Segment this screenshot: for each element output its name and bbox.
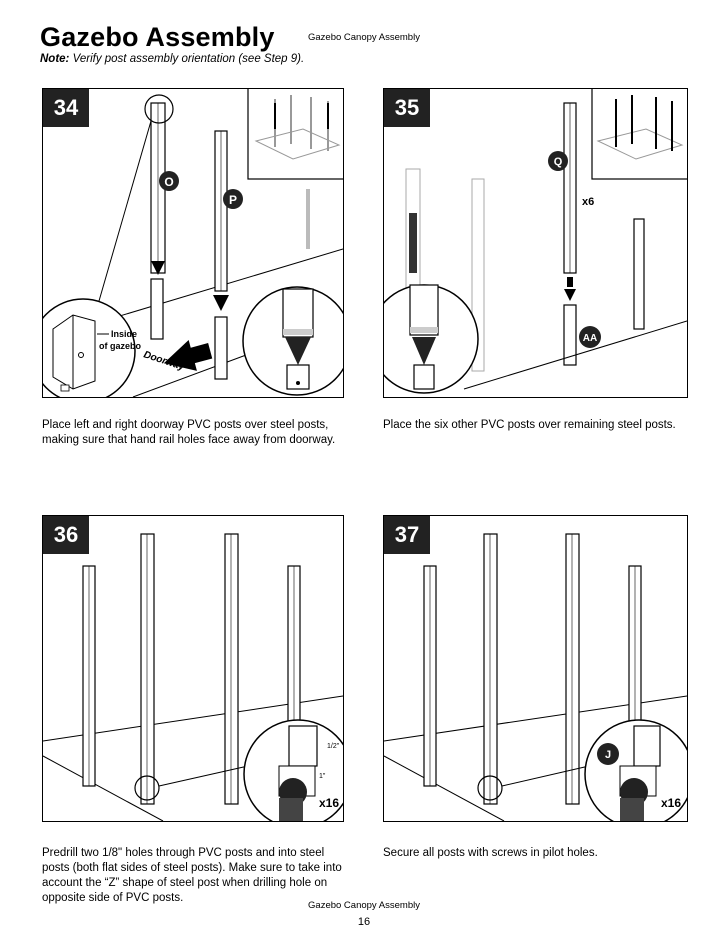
step-number-badge: 35: [384, 89, 430, 127]
step-35-caption: Place the six other PVC posts over remai…: [383, 419, 676, 431]
step-37-panel: 37 J x16: [383, 515, 688, 822]
footer-section-label: Gazebo Canopy Assembly: [308, 900, 420, 911]
inside-label-2: of gazebo: [99, 341, 142, 351]
header-section-label: Gazebo Canopy Assembly: [308, 32, 420, 43]
part-q-badge: [548, 151, 568, 171]
qty-label: x6: [582, 196, 594, 208]
step-35-illustration: Q x6 AA: [384, 89, 687, 394]
part-j-label: J: [605, 749, 611, 761]
part-q-label: Q: [554, 156, 563, 168]
step-37-caption: Secure all posts with screws in pilot ho…: [383, 847, 598, 859]
step-36-panel: 36 1/2" 1" x16: [42, 515, 344, 822]
note-label: Note:: [40, 53, 70, 65]
part-o-badge: [159, 171, 179, 191]
part-aa-label: AA: [583, 333, 597, 344]
inside-line1: Inside: [111, 329, 137, 339]
part-p-label: P: [229, 193, 237, 207]
part-j-badge: [597, 743, 619, 765]
step-36-illustration: 1/2" 1": [43, 533, 343, 821]
note-text: Verify post assembly orientation (see St…: [72, 53, 305, 65]
step-37-illustration: J: [384, 533, 687, 821]
step-number-badge: 37: [384, 516, 430, 554]
note: Note: Verify post assembly orientation (…: [40, 53, 304, 65]
page-number: 16: [357, 916, 371, 928]
qty-label: x16: [319, 796, 340, 810]
step-34-caption: Place left and right doorway PVC posts o…: [42, 419, 336, 446]
page-title: Gazebo Assembly: [40, 22, 275, 52]
step-number-badge: 36: [43, 516, 89, 554]
part-aa-badge: [579, 326, 601, 348]
part-p-badge: [223, 189, 243, 209]
part-o-label: O: [164, 175, 173, 189]
inside-label: Inside: [111, 329, 137, 339]
step-34-illustration: O P Inside: [43, 89, 343, 397]
step-35-panel: 35 Q x6 AA: [383, 88, 688, 398]
step-36-caption: Predrill two 1/8" holes through PVC post…: [42, 847, 342, 904]
dim-a-label: 1/2": [327, 743, 340, 750]
qty-label: x16: [661, 796, 682, 810]
step-number-badge: 34: [43, 89, 89, 127]
step-34-panel: 34 O P: [42, 88, 344, 398]
dim-b-label: 1": [319, 773, 326, 780]
